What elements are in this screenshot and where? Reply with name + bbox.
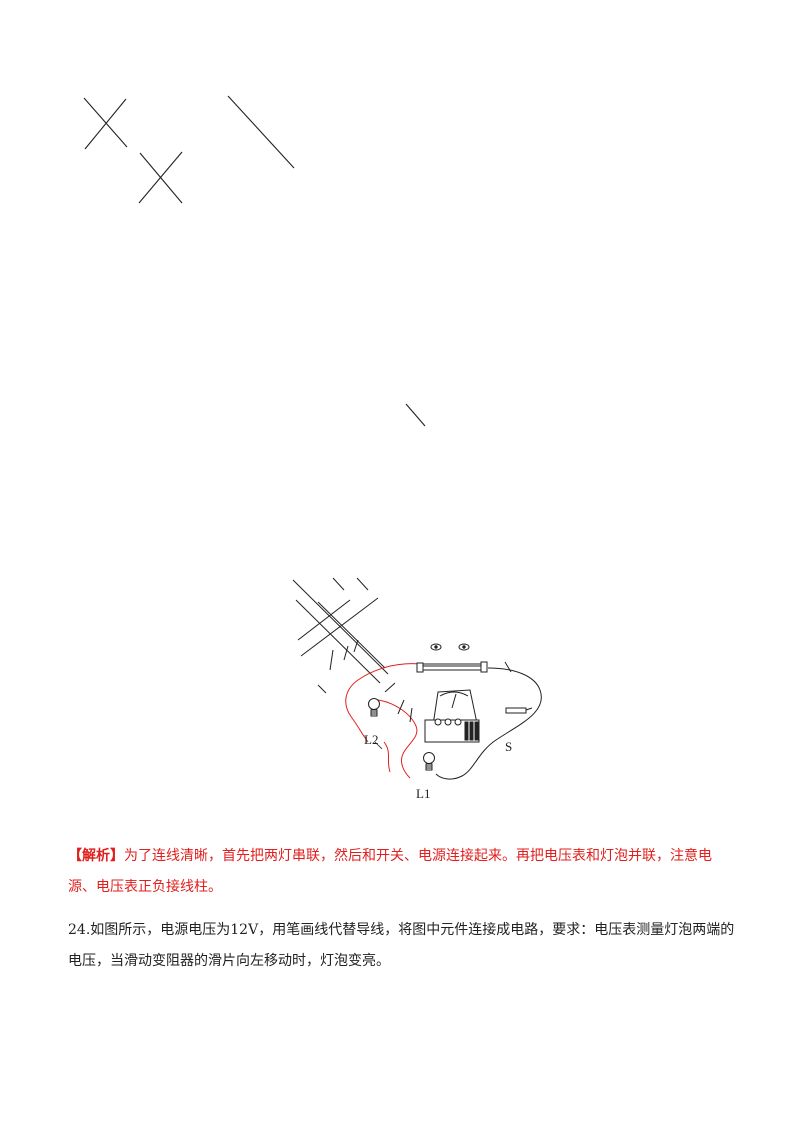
slide-rail [416, 661, 488, 673]
analysis-text: 为了连线清晰，首先把两灯串联，然后和开关、电源连接起来。再把电压表和灯泡并联，注… [68, 848, 712, 895]
label-l1: L1 [416, 786, 430, 801]
lamp-l2 [368, 698, 380, 717]
question-paragraph: 24.如图所示，电源电压为12V，用笔画线代替导线，将图中元件连接成电路，要求：… [68, 915, 738, 977]
voltmeter [424, 689, 480, 743]
circuit-diagram: L2 L1 S [292, 577, 542, 801]
black-wires [384, 661, 542, 780]
question-number: 24. [68, 922, 91, 938]
lamp-l1 [423, 752, 435, 771]
red-wires [345, 663, 421, 779]
question-text: 如图所示，电源电压为12V，用笔画线代替导线，将图中元件连接成电路，要求：电压表… [68, 922, 735, 969]
label-l2: L2 [364, 732, 378, 747]
stray-cross-marks [83, 95, 426, 427]
analysis-paragraph: 【解析】为了连线清晰，首先把两灯串联，然后和开关、电源连接起来。再把电压表和灯泡… [68, 841, 738, 903]
label-s: S [505, 739, 512, 754]
diagram-stray-lines [292, 577, 389, 694]
label-l2-tick [374, 741, 383, 750]
switch-s [505, 707, 533, 714]
battery-terminals [430, 643, 470, 651]
analysis-tag: 【解析】 [68, 848, 124, 864]
